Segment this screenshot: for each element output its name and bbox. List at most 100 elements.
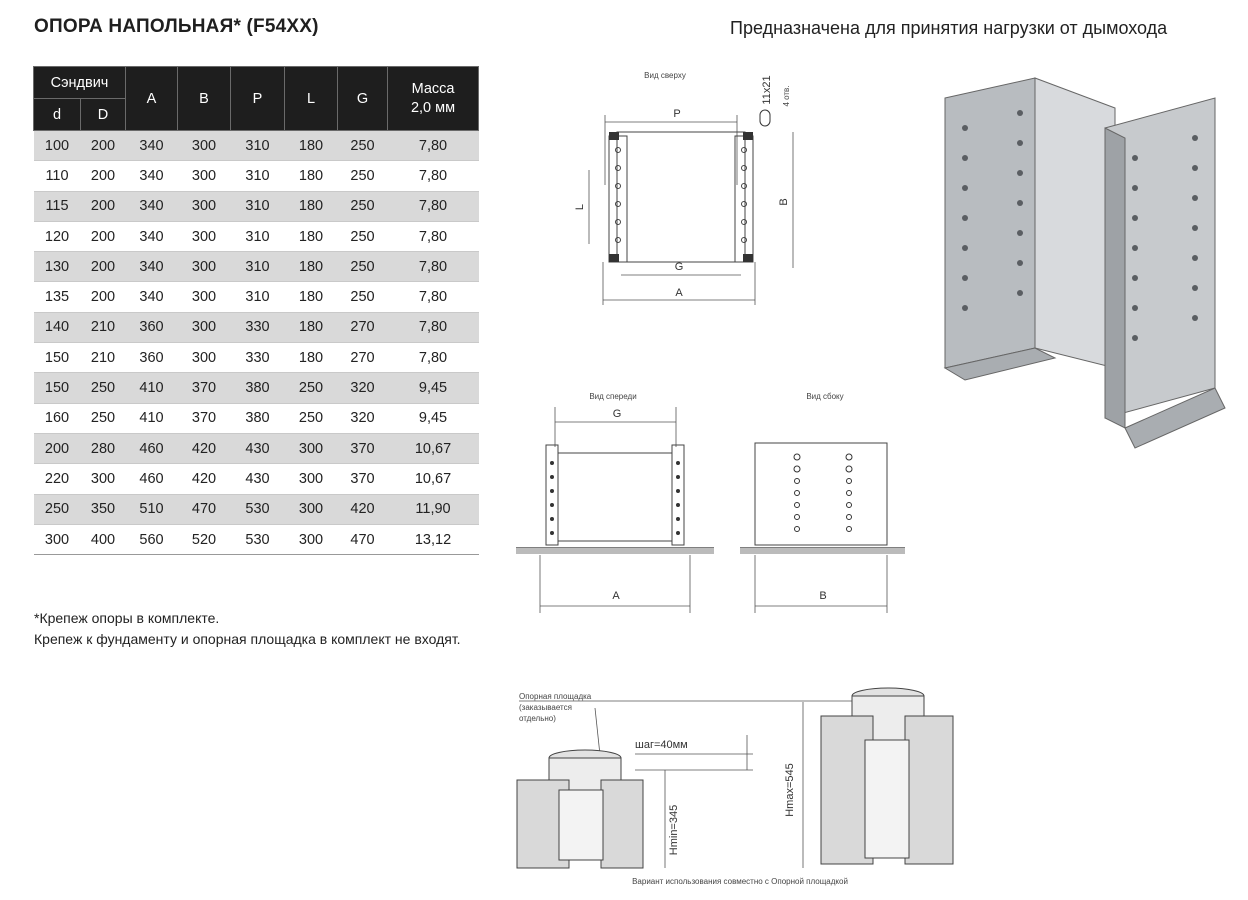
table-cell: 340 <box>125 160 178 192</box>
assembly-caption: Вариант использования совместно с Опорно… <box>632 877 848 886</box>
table-cell: 200 <box>80 160 126 192</box>
table-cell: 220 <box>33 463 81 495</box>
table-cell: 200 <box>80 251 126 283</box>
table-cell: 13,12 <box>387 524 479 556</box>
table-cell: 340 <box>125 191 178 222</box>
step-label: шаг=40мм <box>635 739 688 751</box>
table-cell: 560 <box>125 524 178 556</box>
page-subtitle: Предназначена для принятия нагрузки от д… <box>730 18 1168 38</box>
hmin-label: Hmin=345 <box>668 805 680 855</box>
table-cell: 300 <box>177 160 231 192</box>
hmax-label: Hmax=545 <box>784 763 796 817</box>
table-cell: 430 <box>230 463 285 495</box>
table-cell: 530 <box>230 494 285 525</box>
table-cell: 460 <box>125 433 178 465</box>
table-cell: 420 <box>177 433 231 465</box>
table-cell: 200 <box>33 433 81 465</box>
table-cell: 7,80 <box>387 221 479 253</box>
assembly-drawing: Опорная площадка (заказывается отдельно)… <box>516 687 954 886</box>
table-cell: 300 <box>177 251 231 283</box>
table-cell: 250 <box>337 130 388 162</box>
table-cell: 135 <box>33 281 81 313</box>
hole-count-label: 4 отв. <box>782 85 791 106</box>
table-cell: 300 <box>177 221 231 253</box>
table-cell: 180 <box>284 342 338 374</box>
side-view-caption: Вид сбоку <box>806 392 843 401</box>
table-cell: 470 <box>337 524 388 556</box>
table-cell: 300 <box>284 463 338 495</box>
top-view-drawing: Вид сверху P L B 11x21 4 отв. G A <box>574 71 794 305</box>
table-cell: 250 <box>284 372 338 404</box>
table-cell: 9,45 <box>387 372 479 404</box>
table-cell: 410 <box>125 403 178 434</box>
table-cell: 370 <box>337 433 388 465</box>
front-view-a-label: A <box>612 590 620 602</box>
note-line-1: *Крепеж опоры в комплекте. <box>34 610 220 626</box>
table-cell: 280 <box>80 433 126 465</box>
col-header-g: G <box>337 66 389 131</box>
platform-label-1: Опорная площадка <box>519 692 592 701</box>
table-cell: 380 <box>230 403 285 434</box>
table-cell: 250 <box>337 281 388 313</box>
table-cell: 310 <box>230 221 285 253</box>
col-header-d-large: D <box>79 98 127 131</box>
table-cell: 180 <box>284 130 338 162</box>
table-cell: 330 <box>230 312 285 344</box>
hole-size-label: 11x21 <box>761 75 773 104</box>
platform-label-2: (заказывается <box>519 703 572 712</box>
table-cell: 300 <box>177 130 231 162</box>
side-view-drawing: Вид сбоку B <box>740 392 905 613</box>
table-cell: 210 <box>80 312 126 344</box>
table-cell: 300 <box>33 524 81 556</box>
table-cell: 310 <box>230 251 285 283</box>
table-cell: 370 <box>177 403 231 434</box>
top-view-b-label: B <box>778 198 790 205</box>
table-cell: 250 <box>33 494 81 525</box>
table-cell: 250 <box>337 251 388 283</box>
table-cell: 180 <box>284 221 338 253</box>
col-header-p: P <box>230 66 286 131</box>
table-cell: 270 <box>337 312 388 344</box>
table-cell: 250 <box>80 403 126 434</box>
table-cell: 9,45 <box>387 403 479 434</box>
table-cell: 100 <box>33 130 81 162</box>
table-cell: 7,80 <box>387 312 479 344</box>
table-cell: 300 <box>177 342 231 374</box>
table-cell: 370 <box>177 372 231 404</box>
table-cell: 430 <box>230 433 285 465</box>
table-cell: 510 <box>125 494 178 525</box>
table-cell: 340 <box>125 221 178 253</box>
table-cell: 330 <box>230 342 285 374</box>
front-view-drawing: Вид спереди G A <box>516 392 714 613</box>
table-cell: 250 <box>337 160 388 192</box>
table-cell: 340 <box>125 251 178 283</box>
table-cell: 370 <box>337 463 388 495</box>
col-header-b: B <box>177 66 232 131</box>
table-cell: 320 <box>337 403 388 434</box>
table-cell: 180 <box>284 160 338 192</box>
table-cell: 120 <box>33 221 81 253</box>
table-cell: 470 <box>177 494 231 525</box>
table-cell: 270 <box>337 342 388 374</box>
table-cell: 310 <box>230 281 285 313</box>
front-view-g-label: G <box>613 408 622 420</box>
col-header-a: A <box>125 66 179 131</box>
table-cell: 180 <box>284 191 338 222</box>
table-cell: 10,67 <box>387 463 479 495</box>
table-cell: 200 <box>80 191 126 222</box>
table-cell: 420 <box>177 463 231 495</box>
table-cell: 460 <box>125 463 178 495</box>
table-cell: 180 <box>284 251 338 283</box>
